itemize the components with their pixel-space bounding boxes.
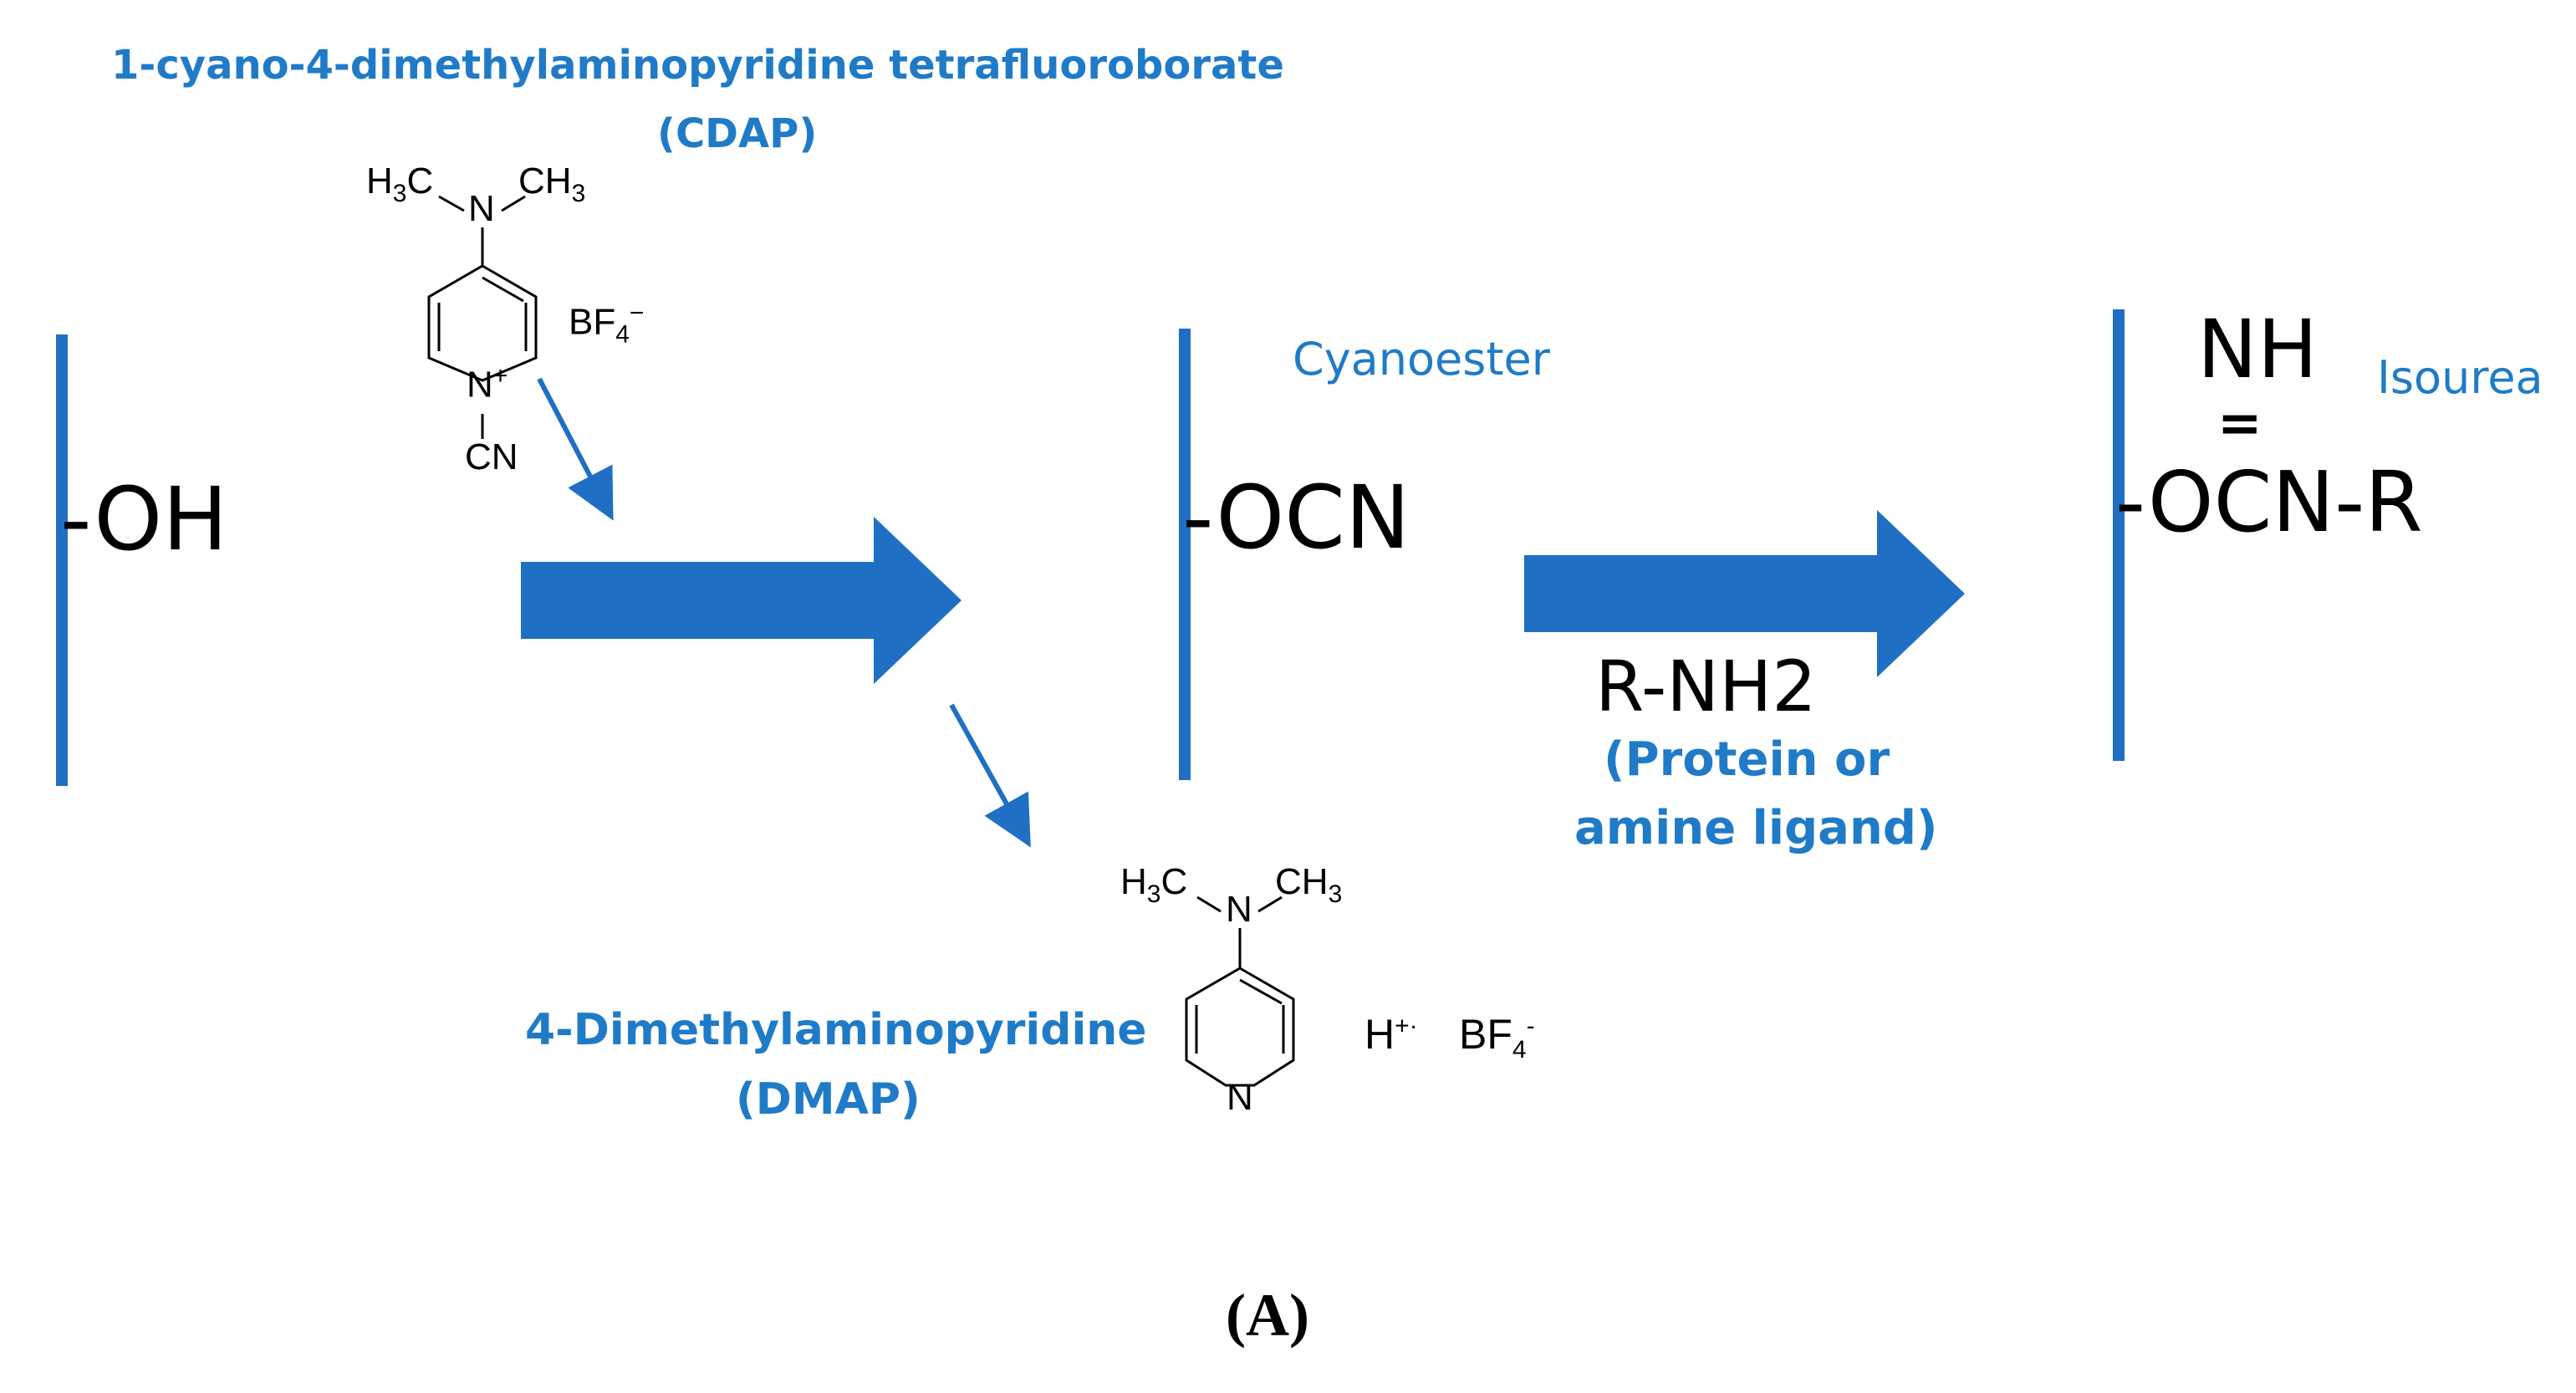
- cdap-ring-nitrogen: N+: [467, 362, 508, 406]
- start-hydroxyl: -OH: [60, 468, 228, 570]
- product-imino-group: NH: [2197, 303, 2318, 396]
- support-bar-start: [56, 334, 68, 786]
- support-bar-product: [2113, 309, 2125, 761]
- dmap-dimethyl-right: CH3: [1275, 861, 1343, 908]
- dmap-ring-nitrogen: N: [1227, 1077, 1253, 1118]
- cdap-structure: [427, 195, 538, 439]
- cdap-dimethyl-right: CH3: [518, 161, 586, 207]
- cdap-dimethyl-left: H3C: [366, 161, 434, 207]
- dmap-amine-n: N: [1226, 889, 1252, 930]
- reaction-arrow-1: [521, 517, 962, 684]
- dmap-salt-proton: H+·: [1365, 1011, 1418, 1058]
- cdap-abbr: (CDAP): [657, 110, 818, 157]
- cdap-cyano: CN: [465, 436, 518, 477]
- intermediate-name: Cyanoester: [1293, 333, 1550, 385]
- product-double-bond: =: [2217, 393, 2262, 455]
- dmap-abbr: (DMAP): [736, 1074, 921, 1125]
- support-bar-intermediate: [1179, 329, 1191, 780]
- product-name: Isourea: [2377, 351, 2543, 404]
- panel-label: (A): [1226, 1282, 1309, 1349]
- cdap-input-arrow: [537, 377, 614, 521]
- product-isourea-linkage: -OCN-R: [2115, 453, 2423, 551]
- dmap-dimethyl-left: H3C: [1120, 861, 1188, 908]
- dmap-title: 4-Dimethylaminopyridine: [525, 1005, 1147, 1055]
- reagent-formula: R-NH2: [1595, 645, 1817, 727]
- cdap-title: 1-cyano-4-dimethylaminopyridine tetraflu…: [111, 42, 1284, 89]
- cdap-counterion: BF4−: [569, 299, 645, 349]
- cdap-amine-n: N: [468, 188, 495, 229]
- dmap-salt-tetrafluoroborate: BF4-: [1459, 1011, 1535, 1064]
- dmap-structure: [1185, 896, 1295, 1087]
- dmap-output-arrow: [949, 703, 1031, 848]
- intermediate-cyanate: -OCN: [1182, 467, 1410, 569]
- reagent-description-line2: amine ligand): [1574, 801, 1938, 855]
- reaction-arrow-2: [1524, 510, 1965, 677]
- reagent-description-line1: (Protein or: [1604, 732, 1890, 787]
